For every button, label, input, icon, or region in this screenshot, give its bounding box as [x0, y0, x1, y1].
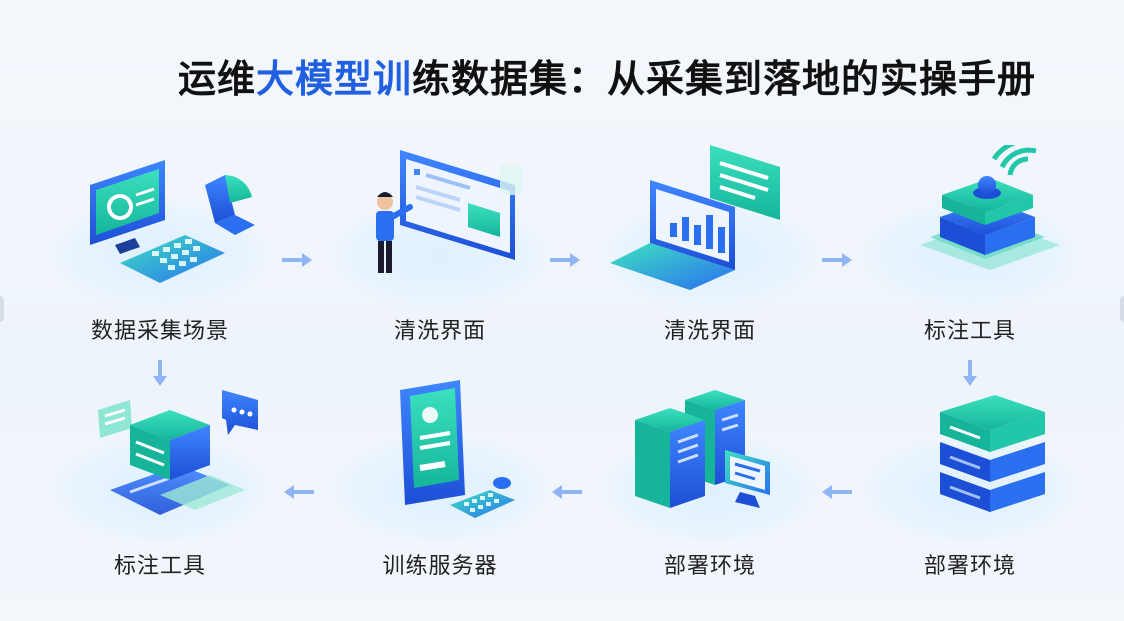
server-towers-monitor-icon: [635, 390, 770, 508]
node-cleaning-interface-1: 清洗界面: [320, 145, 560, 365]
node-label: 标注工具: [923, 319, 1016, 344]
node-label: 训练服务器: [382, 554, 498, 579]
laptop-bar-chart-icon: [610, 145, 780, 290]
node-label: 数据采集场景: [90, 319, 229, 344]
monitor-chart-keyboard-icon: [90, 160, 255, 283]
node-label: 部署环境: [663, 554, 756, 579]
left-edge-handle: [0, 296, 4, 322]
node-label: 清洗界面: [393, 319, 486, 344]
node-annotation-tool-2: 标注工具: [40, 380, 280, 600]
arrow-right-icon: [550, 253, 580, 267]
node-label: 清洗界面: [663, 319, 756, 344]
page-title: 运维大模型训练数据集：从采集到落地的实操手册: [178, 57, 1037, 101]
node-data-collection: 数据采集场景: [40, 145, 280, 365]
node-deploy-environment-1: 部署环境: [850, 380, 1090, 600]
arrow-down-icon: [153, 360, 167, 386]
node-deploy-environment-2: 部署环境: [590, 380, 830, 600]
person-presenting-screen-icon: [376, 150, 522, 273]
arrow-down-icon: [963, 360, 977, 386]
node-label: 标注工具: [113, 554, 206, 579]
title-highlight: 大模型训: [256, 57, 413, 101]
tablet-keyboard-mouse-icon: [400, 380, 515, 518]
node-label: 部署环境: [923, 554, 1016, 579]
server-chat-bubbles-icon: [98, 390, 258, 515]
arrow-right-icon: [282, 253, 312, 267]
arrow-left-icon: [552, 485, 582, 499]
arrow-left-icon: [284, 485, 314, 499]
node-cleaning-interface-2: 清洗界面: [590, 145, 830, 365]
node-training-server: 训练服务器: [320, 380, 560, 600]
right-edge-handle: [1120, 296, 1124, 322]
arrow-right-icon: [822, 253, 852, 267]
node-annotation-tool-1: 标注工具: [850, 145, 1090, 365]
arrow-left-icon: [822, 485, 852, 499]
server-stack-icon: [940, 395, 1045, 512]
wifi-device-platform-icon: [920, 145, 1060, 270]
